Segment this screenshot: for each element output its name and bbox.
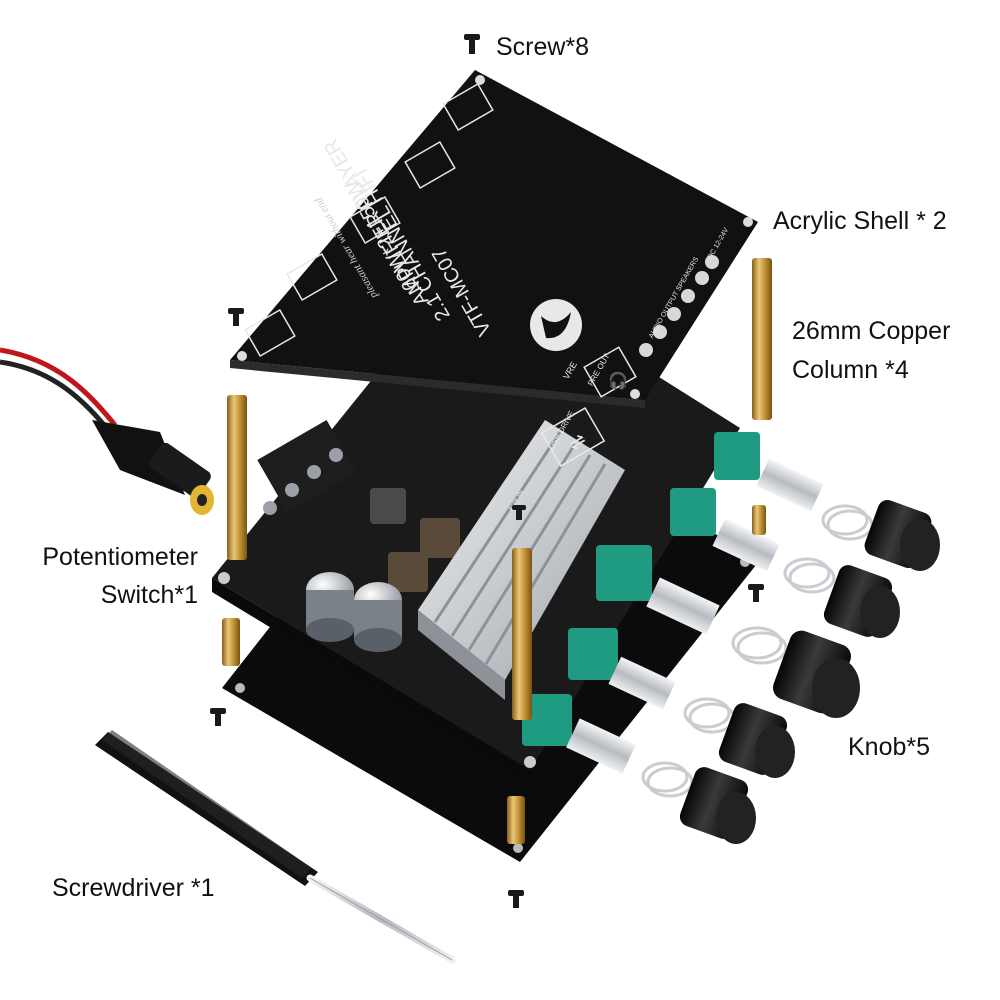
potentiometer bbox=[670, 488, 780, 572]
brand-logo bbox=[530, 299, 582, 351]
copper-column bbox=[227, 395, 247, 560]
speaker-output-holes bbox=[639, 255, 719, 357]
capacitor bbox=[354, 582, 402, 652]
headphone-icon: 🎧 bbox=[608, 371, 628, 390]
knob-label: Knob*5 bbox=[848, 733, 931, 761]
knob bbox=[683, 697, 795, 778]
speaker-terminal-block bbox=[257, 420, 357, 515]
potentiometer-label-line2: Switch*1 bbox=[100, 581, 198, 609]
dc-power-cable bbox=[0, 347, 214, 515]
acrylic-shell-label: Acrylic Shell * 2 bbox=[773, 207, 947, 235]
usb-port-label-box bbox=[540, 407, 606, 467]
potentiometer bbox=[596, 545, 720, 635]
knob bbox=[821, 499, 940, 571]
top-acrylic-shell: VRE VTF-MC07 2.1 CHANNEL HIFI AMPLIFIER … bbox=[230, 70, 758, 513]
potentiometer bbox=[568, 628, 676, 710]
copper-column bbox=[512, 548, 532, 720]
short-standoff bbox=[507, 796, 525, 844]
screw bbox=[228, 308, 244, 326]
screwdriver bbox=[95, 730, 456, 964]
screw bbox=[210, 708, 226, 726]
inductor bbox=[420, 518, 460, 558]
screw-icon bbox=[464, 34, 480, 54]
inductor bbox=[370, 488, 406, 524]
screwdriver-label: Screwdriver *1 bbox=[52, 874, 215, 902]
screw bbox=[748, 584, 764, 602]
short-standoff bbox=[222, 618, 240, 666]
capacitor bbox=[306, 572, 354, 642]
copper-column-label-line1: 26mm Copper bbox=[792, 317, 951, 345]
copper-column-label-line2: Column *4 bbox=[792, 356, 909, 384]
knob bbox=[731, 626, 860, 718]
short-standoff bbox=[752, 505, 766, 535]
knob bbox=[783, 557, 900, 638]
potentiometer bbox=[714, 432, 824, 512]
screw bbox=[508, 890, 524, 908]
knob bbox=[641, 761, 756, 844]
screw-label: Screw*8 bbox=[496, 33, 590, 61]
inductor bbox=[388, 552, 428, 592]
copper-column bbox=[752, 258, 772, 420]
potentiometer bbox=[522, 694, 636, 774]
potentiometer-label-line1: Potentiometer bbox=[42, 543, 198, 571]
screw bbox=[512, 505, 526, 520]
